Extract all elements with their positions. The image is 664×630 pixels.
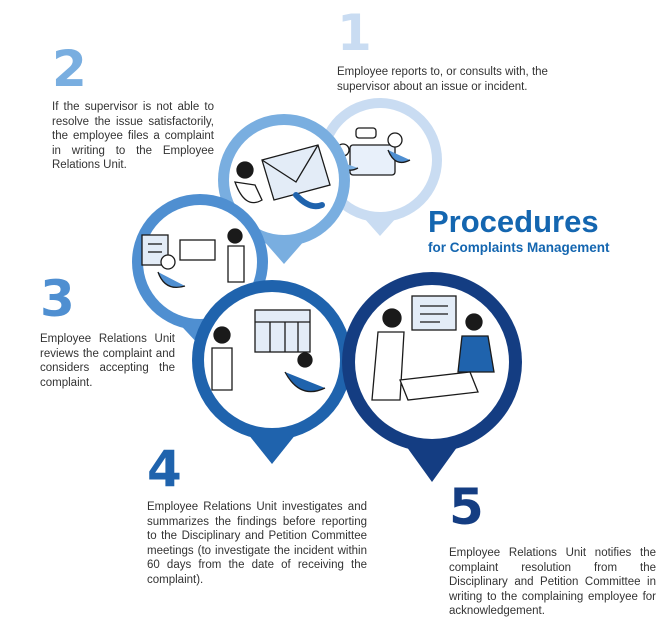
step-4-text: Employee Relations Unit investigates and… [147, 501, 367, 586]
step-2-number: 2 [52, 40, 87, 98]
step-5-pin [342, 272, 522, 482]
step-2-text: If the supervisor is not able to resolve… [52, 101, 214, 171]
step-1-text: Employee reports to, or consults with, t… [337, 66, 548, 93]
step-5-number: 5 [449, 478, 484, 536]
step-5-text: Employee Relations Unit notifies the com… [449, 547, 656, 617]
step-4-pin [192, 280, 352, 464]
review-documents-illustration [141, 228, 245, 289]
envelope-letter-illustration [234, 144, 331, 210]
page-subtitle: for Complaints Management [428, 240, 610, 255]
step-4-number: 4 [147, 440, 182, 498]
step-3-text: Employee Relations Unit reviews the comp… [40, 333, 175, 389]
page-title: Procedures [428, 204, 599, 239]
investigation-calendar-illustration [211, 309, 326, 393]
step-2-pin [218, 114, 350, 264]
step-3-number: 3 [40, 270, 75, 328]
support-agent-illustration [334, 127, 411, 176]
meeting-handshake-illustration [371, 295, 495, 401]
step-1-number: 1 [337, 4, 372, 62]
